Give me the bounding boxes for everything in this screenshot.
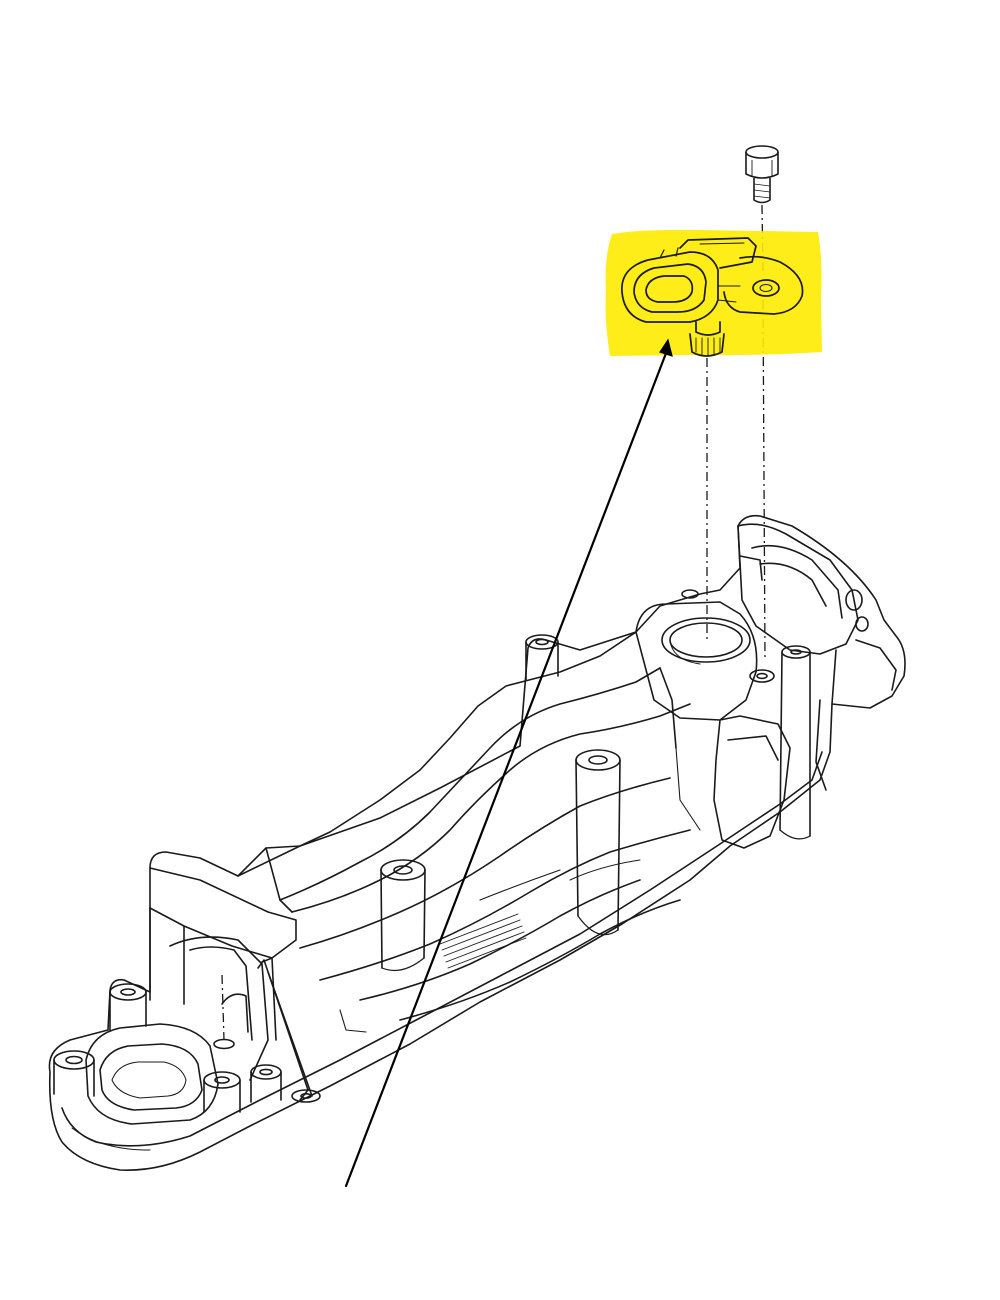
leader-line [344, 338, 673, 1188]
mounting-bolt [745, 145, 779, 204]
sensor-highlight [605, 229, 822, 356]
pressure-sensor [621, 237, 804, 357]
intake-manifold [48, 514, 906, 1171]
